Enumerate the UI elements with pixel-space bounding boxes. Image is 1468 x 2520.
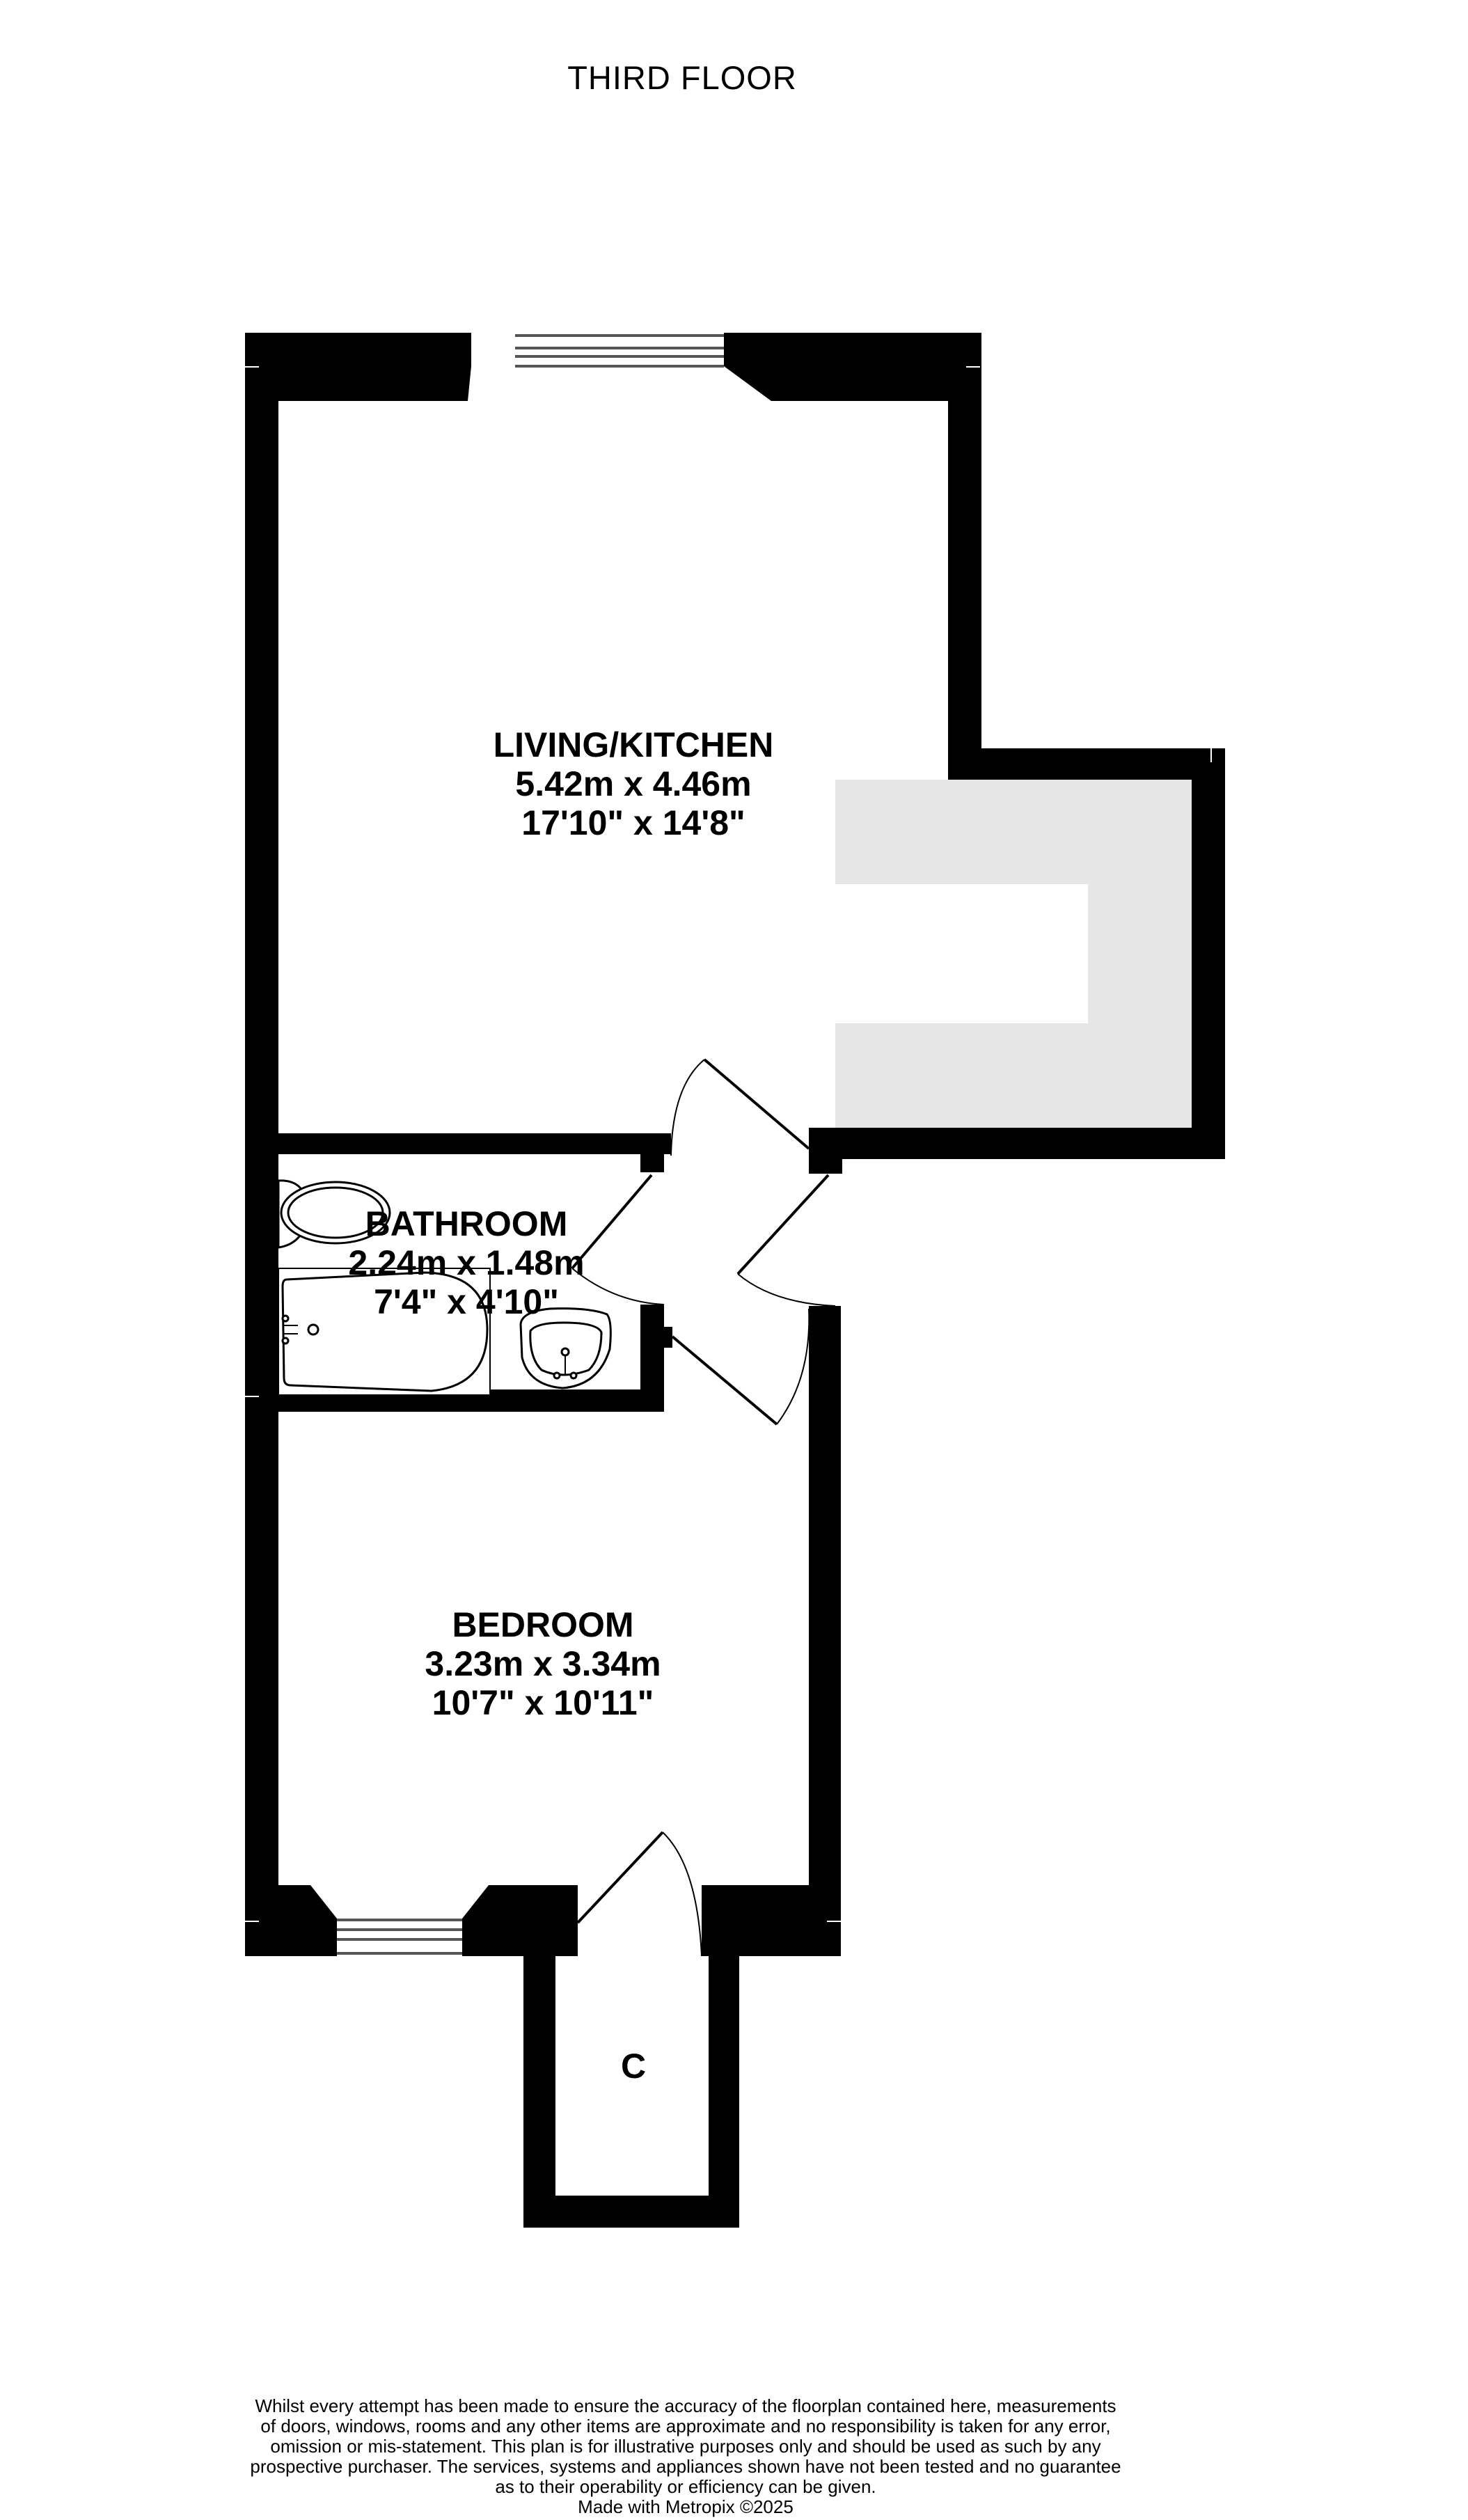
wall-bottom-mid bbox=[462, 1885, 578, 1956]
disclaimer-line: as to their operability or efficiency ca… bbox=[495, 2476, 876, 2497]
room-size-imperial: 7'4" x 4'10" bbox=[374, 1282, 559, 1321]
wall-bath-top bbox=[245, 1133, 671, 1154]
wall-top-left bbox=[245, 333, 471, 401]
room-size-metric: 3.23m x 3.34m bbox=[425, 1644, 661, 1683]
disclaimer-line: prospective purchaser. The services, sys… bbox=[250, 2456, 1121, 2477]
room-size-imperial: 17'10" x 14'8" bbox=[521, 803, 745, 842]
window-bedroom bbox=[337, 1919, 462, 1955]
door-swing bbox=[737, 1273, 836, 1307]
window-top bbox=[515, 334, 724, 368]
wall-top-right bbox=[724, 333, 980, 401]
disclaimer-line: omission or mis-statement. This plan is … bbox=[270, 2436, 1101, 2457]
door-jamb bbox=[640, 1133, 664, 1172]
room-label-bedroom: BEDROOM 3.23m x 3.34m 10'7" x 10'11" bbox=[390, 1605, 696, 1722]
room-name: BEDROOM bbox=[452, 1605, 634, 1644]
room-label-living-kitchen: LIVING/KITCHEN 5.42m x 4.46m 17'10" x 14… bbox=[452, 725, 814, 842]
door-bedroom bbox=[736, 1174, 830, 1275]
room-size-metric: 5.42m x 4.46m bbox=[515, 764, 752, 803]
wall-bottom-left bbox=[245, 1885, 337, 1956]
door-swing bbox=[670, 1059, 705, 1156]
disclaimer: Whilst every attempt has been made to en… bbox=[209, 2396, 1162, 2517]
room-label-bathroom: BATHROOM 2.24m x 1.48m 7'4" x 4'10" bbox=[320, 1204, 613, 1321]
wall-bump-right bbox=[1192, 748, 1225, 1159]
wall-living-bottom bbox=[809, 1128, 1225, 1159]
wall-bump-top bbox=[948, 748, 1225, 780]
room-name: C bbox=[620, 2047, 647, 2086]
door-jamb bbox=[664, 1327, 672, 1348]
credit: Made with Metropix ©2025 bbox=[578, 2496, 794, 2517]
disclaimer-line: of doors, windows, rooms and any other i… bbox=[260, 2416, 1111, 2436]
wall-cupboard-bottom bbox=[523, 2196, 739, 2228]
walls bbox=[245, 333, 1225, 2228]
wall-bottom-right bbox=[702, 1885, 841, 1956]
wall-bath-right bbox=[640, 1305, 664, 1412]
door-bathroom bbox=[571, 1174, 653, 1270]
doors bbox=[571, 1058, 836, 1957]
bath-icon bbox=[278, 1268, 491, 1396]
disclaimer-line: Whilst every attempt has been made to en… bbox=[255, 2395, 1116, 2416]
door-swing bbox=[776, 1308, 810, 1425]
wall-edge-marks bbox=[245, 366, 1212, 1922]
door-swing bbox=[662, 1832, 702, 1957]
room-name: LIVING/KITCHEN bbox=[493, 725, 774, 764]
bathroom-fixtures bbox=[277, 1179, 612, 1396]
door-swing bbox=[571, 1268, 665, 1305]
sink-icon bbox=[519, 1307, 612, 1389]
wall-cupboard-right bbox=[709, 1956, 739, 2228]
room-size-imperial: 10'7" x 10'11" bbox=[432, 1683, 654, 1722]
door-cupboard bbox=[576, 1831, 664, 1924]
room-label-cupboard: C bbox=[599, 2047, 668, 2086]
toilet-icon bbox=[277, 1179, 391, 1249]
floor-title: THIRD FLOOR bbox=[567, 59, 797, 96]
door-jamb bbox=[809, 1128, 842, 1174]
door-living bbox=[703, 1058, 810, 1150]
wall-bedroom-right bbox=[809, 1306, 841, 1956]
kitchen-counter bbox=[835, 780, 1192, 1128]
wall-cupboard-left bbox=[523, 1956, 555, 2228]
door-hall bbox=[671, 1335, 778, 1426]
wall-right-living bbox=[948, 333, 981, 780]
room-name: BATHROOM bbox=[365, 1204, 568, 1243]
room-size-metric: 2.24m x 1.48m bbox=[348, 1243, 585, 1282]
